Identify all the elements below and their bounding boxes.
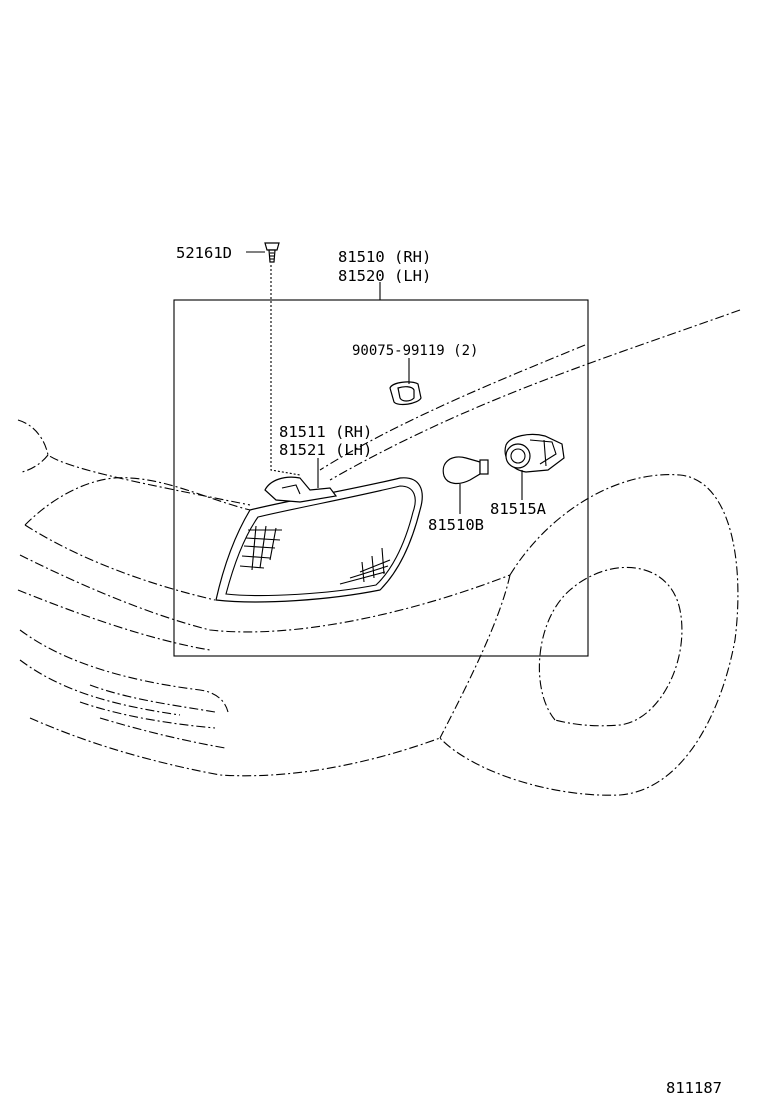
label-socket: 81515A (490, 500, 547, 518)
screw-install-path (270, 265, 301, 476)
label-assembly-rh: 81510 (RH) (338, 248, 431, 266)
label-bulb: 81510B (428, 516, 484, 534)
socket-icon (504, 433, 565, 473)
label-clip: 90075-99119 (2) (352, 343, 478, 359)
lamp-lens-icon (215, 476, 423, 603)
car-body-outline (17, 309, 741, 796)
clip-icon (389, 381, 422, 406)
label-assembly-lh: 81520 (LH) (338, 267, 431, 285)
label-lens-rh: 81511 (RH) (279, 423, 372, 441)
bulb-icon (442, 456, 489, 485)
figure-id: 811187 (666, 1079, 722, 1097)
label-lens-lh: 81521 (LH) (279, 441, 372, 459)
assembly-box (173, 299, 589, 657)
screw-icon (264, 242, 280, 263)
label-screw: 52161D (176, 244, 232, 262)
